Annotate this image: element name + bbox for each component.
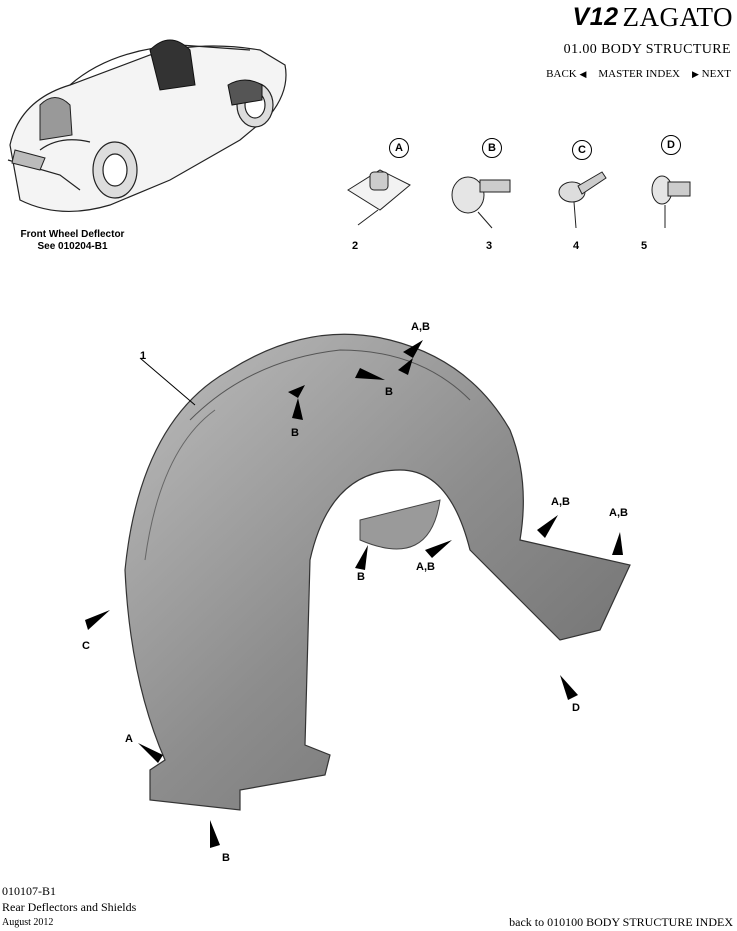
label-ab-mid: A,B bbox=[416, 561, 435, 573]
part-number-5: 5 bbox=[641, 240, 648, 252]
part-number-3: 3 bbox=[486, 240, 493, 252]
callout-c: C bbox=[572, 140, 592, 160]
label-ab-top: A,B bbox=[411, 321, 430, 333]
rear-deflector-illustration bbox=[85, 333, 631, 848]
right-triangle-icon: ▶ bbox=[692, 69, 699, 79]
label-a: A bbox=[125, 733, 133, 745]
part-number-4: 4 bbox=[573, 240, 580, 252]
callout-a: A bbox=[389, 138, 409, 158]
nav-bar: BACK ◀ MASTER INDEX ▶ NEXT bbox=[546, 68, 731, 80]
footer-date: August 2012 bbox=[2, 917, 54, 928]
label-ab-far-right: A,B bbox=[609, 507, 628, 519]
part-number-1: 1 bbox=[140, 350, 147, 362]
next-link[interactable]: ▶ NEXT bbox=[692, 68, 731, 80]
section-title: 01.00 BODY STRUCTURE bbox=[563, 42, 731, 57]
label-c: C bbox=[82, 640, 90, 652]
footer-code: 010107-B1 bbox=[2, 884, 56, 898]
label-b-1: B bbox=[291, 427, 299, 439]
brand-logo: V12 ZAGATO bbox=[573, 2, 733, 33]
label-ab-right: A,B bbox=[551, 496, 570, 508]
fasteners-illustration bbox=[347, 169, 691, 229]
label-b-3: B bbox=[357, 571, 365, 583]
label-b-bottom: B bbox=[222, 852, 230, 864]
part-number-2: 2 bbox=[352, 240, 359, 252]
left-triangle-icon: ◀ bbox=[579, 69, 587, 79]
footer-title: Rear Deflectors and Shields bbox=[2, 900, 137, 914]
back-link[interactable]: BACK ◀ bbox=[546, 68, 587, 80]
front-deflector-caption: Front Wheel Deflector See 010204-B1 bbox=[10, 229, 135, 253]
label-b-2: B bbox=[385, 386, 393, 398]
back-to-index-link[interactable]: back to 010100 BODY STRUCTURE INDEX bbox=[509, 915, 733, 929]
vehicle-illustration bbox=[7, 39, 287, 212]
callout-b: B bbox=[482, 138, 502, 158]
caption-line-2: See 010204-B1 bbox=[37, 241, 108, 252]
callout-d: D bbox=[661, 135, 681, 155]
brand-name: ZAGATO bbox=[622, 2, 733, 32]
label-d: D bbox=[572, 702, 580, 714]
caption-line-1: Front Wheel Deflector bbox=[20, 229, 125, 240]
brand-mark: V12 bbox=[572, 3, 619, 31]
master-index-link[interactable]: MASTER INDEX bbox=[598, 68, 680, 80]
